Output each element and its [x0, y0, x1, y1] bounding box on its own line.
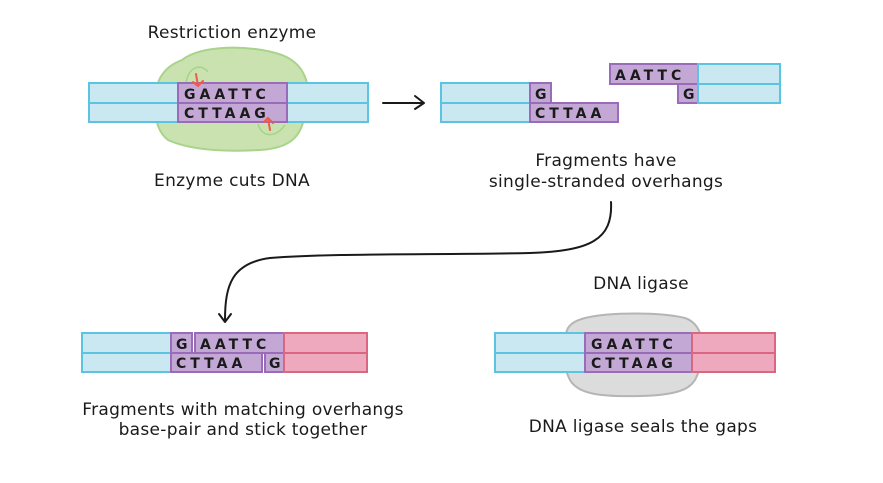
- annealed-left-bottom-strand: [81, 352, 172, 373]
- left-fragment-bottom-overhang: [529, 102, 619, 123]
- ligated-left-top-strand: [494, 332, 586, 354]
- sequence-bottom: CTTAAG: [184, 106, 270, 122]
- step1-caption: Enzyme cuts DNA: [154, 171, 310, 191]
- step-annealed-fragments: G AATTC CTTAA G Fragments with matching …: [81, 332, 404, 440]
- ligated-sequence-top: GAATTC: [591, 337, 677, 353]
- annealed-top-right-sequence: AATTC: [200, 337, 270, 353]
- cut-arrow-top-icon: [192, 73, 204, 87]
- step3-caption-line2: base-pair and stick together: [119, 420, 368, 440]
- restriction-enzyme-title: Restriction enzyme: [148, 23, 317, 43]
- recognition-site-bottom: [177, 102, 288, 123]
- dna-left-bottom-strand: [88, 102, 179, 123]
- annealed-bottom-right-sequence: G: [269, 356, 285, 372]
- right-fragment-top-strand: [697, 63, 781, 85]
- annealed-top-left-sequence: G: [176, 337, 192, 353]
- step2-caption-line1: Fragments have: [535, 151, 676, 171]
- right-fragment-top-sequence: AATTC: [615, 68, 685, 84]
- dna-right-top-strand: [286, 82, 369, 104]
- ligated-left-bottom-strand: [494, 352, 586, 373]
- annealed-right-bottom-strand: [283, 352, 368, 373]
- dna-ligase-title: DNA ligase: [593, 274, 689, 294]
- left-fragment-top-strand: [440, 82, 531, 104]
- dna-right-bottom-strand: [286, 102, 369, 123]
- annealed-left-top-strand: [81, 332, 172, 354]
- ligated-sequence-bottom: CTTAAG: [591, 356, 677, 372]
- annealed-bottom-left-overhang: [170, 352, 263, 373]
- ligated-right-top-strand: [691, 332, 776, 354]
- curved-arrow-head-icon: [218, 313, 232, 323]
- left-fragment-bottom-strand: [440, 102, 531, 123]
- right-fragment-bottom-sequence: G: [683, 87, 699, 103]
- right-fragment-bottom-strand: [697, 83, 781, 104]
- enzyme-loop-top: [185, 66, 209, 84]
- curved-arrow-icon: [224, 201, 613, 321]
- sequence-top: GAATTC: [184, 87, 270, 103]
- step4-caption: DNA ligase seals the gaps: [529, 417, 758, 437]
- enzyme-loop-bottom: [257, 123, 286, 136]
- dna-left-top-strand: [88, 82, 179, 104]
- step-restriction-enzyme: Restriction enzyme GAATTC CTTAAG Enzyme …: [88, 23, 369, 191]
- annealed-right-top-strand: [283, 332, 368, 354]
- step-dna-ligase: DNA ligase GAATTC CTTAAG DNA ligase seal…: [494, 274, 776, 437]
- annealed-bottom-left-sequence: CTTAA: [176, 356, 246, 372]
- step3-caption-line1: Fragments with matching overhangs: [82, 400, 404, 420]
- cut-arrow-bottom-icon: [263, 117, 274, 131]
- ligated-right-bottom-strand: [691, 352, 776, 373]
- right-arrow-icon: [382, 95, 425, 110]
- step-fragments: G CTTAA AATTC G Fragments have single-st…: [440, 63, 781, 192]
- left-fragment-top-sequence: G: [535, 87, 551, 103]
- left-fragment-bottom-sequence: CTTAA: [535, 106, 605, 122]
- step2-caption-line2: single-stranded overhangs: [489, 172, 723, 192]
